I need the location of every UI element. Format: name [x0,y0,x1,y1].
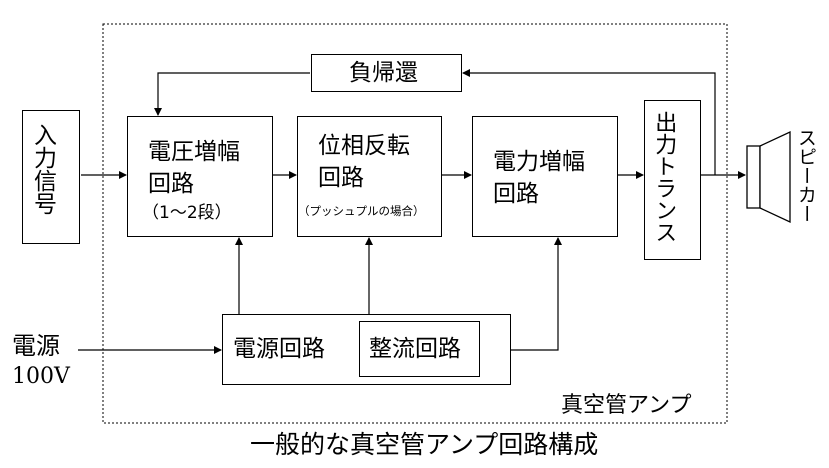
phase-inverter-label-2: 回路 [318,165,364,191]
power-amp-label-2: 回路 [493,181,539,207]
rectifier-label: 整流回路 [369,336,461,362]
speaker-icon [746,130,791,224]
feedback-tap [462,69,716,175]
rectifier-block: 整流回路 [359,321,480,377]
ps-to-pa-arrow [510,237,562,351]
output-transformer-block: 出力トランス [644,100,701,260]
power-supply-label: 電源回路 [233,336,325,362]
enclosure-label: 真空管アンプ [561,393,692,418]
negative-feedback-block: 負帰還 [311,54,462,92]
voltage-amp-label-2: 回路 [148,171,194,197]
speaker-label: スピーカー [794,128,817,223]
mains-voltage-label: 100V [12,364,70,389]
phase-inverter-note: （プッシュプルの場合） [298,204,425,218]
feedback-return [154,72,310,116]
phase-inverter-label-1: 位相反転 [318,133,410,159]
phase-inverter-block: 位相反転 回路 （プッシュプルの場合） [297,116,442,237]
diagram-caption: 一般的な真空管アンプ回路構成 [250,430,599,459]
output-transformer-label: 出力トランス [651,111,677,243]
power-amp-label-1: 電力増幅 [493,149,585,175]
amplifier-enclosure [102,23,728,424]
mains-label: 電源 [12,332,60,360]
input-signal-box: 入力信号 [22,110,80,244]
voltage-amp-note: （1～2段） [142,203,232,223]
power-amp-block: 電力増幅 回路 [472,116,618,237]
negative-feedback-label: 負帰還 [349,60,418,86]
input-signal-label: 入力信号 [29,123,56,215]
voltage-amp-label-1: 電圧増幅 [148,139,240,165]
voltage-amp-block: 電圧増幅 回路 （1～2段） [127,116,273,237]
